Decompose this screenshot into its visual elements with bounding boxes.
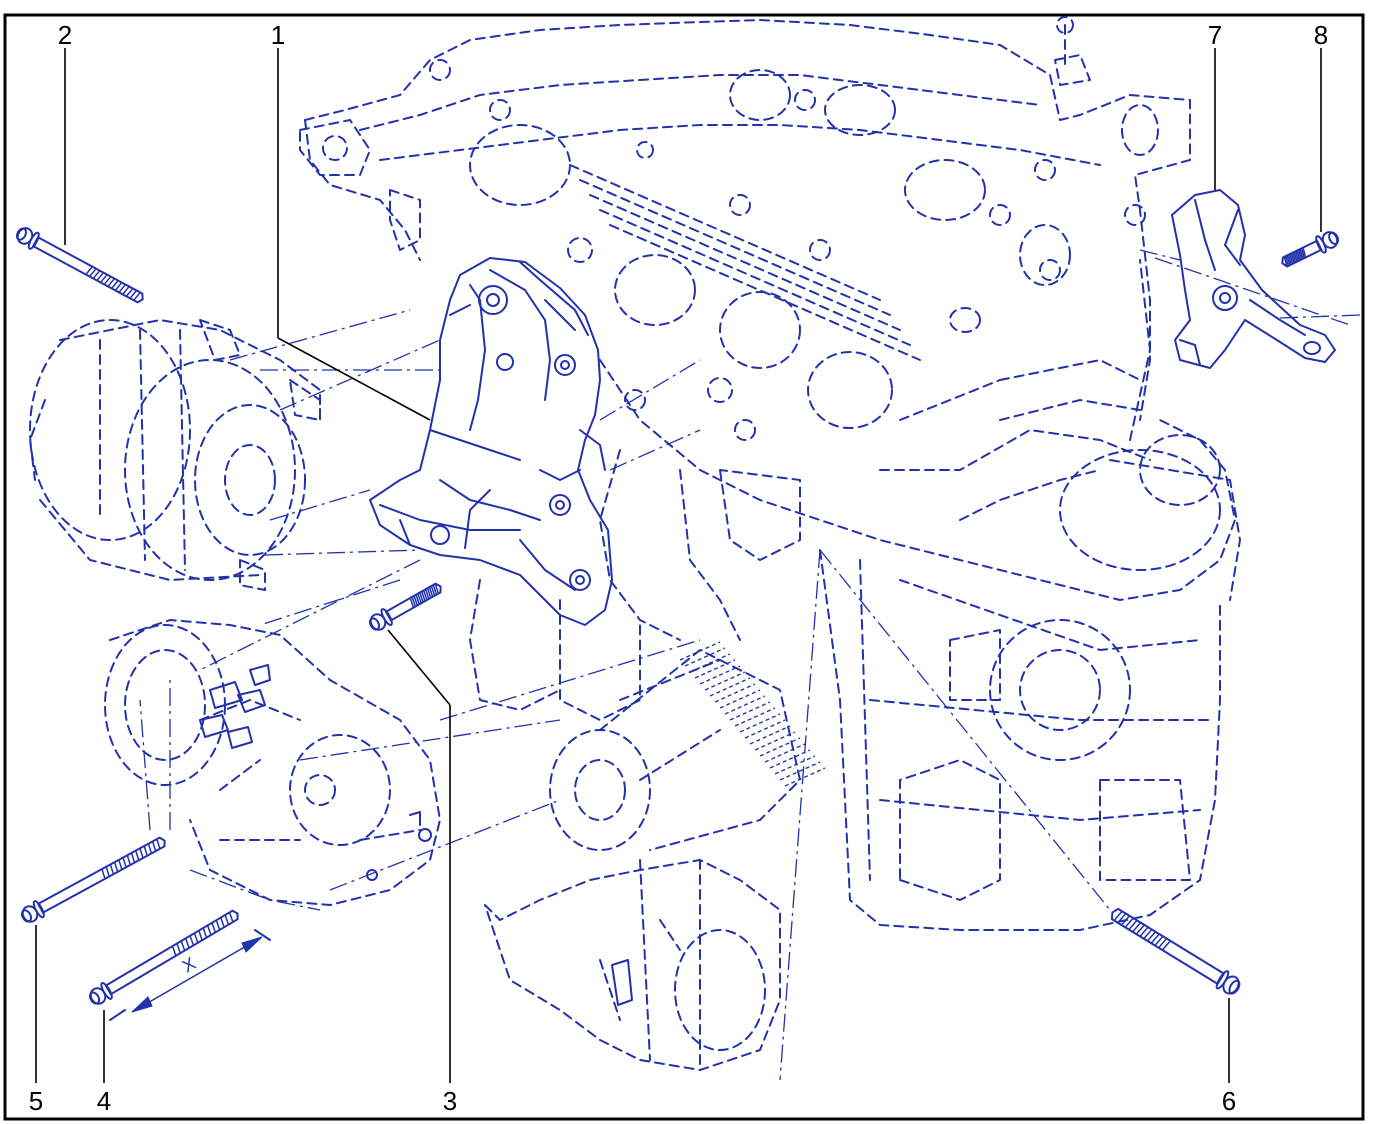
leader-lines [35, 48, 1322, 1083]
callout-1: 1 [271, 20, 285, 50]
starter-motor [484, 859, 781, 1071]
bolts[interactable] [15, 226, 1340, 1007]
ac-compressor [104, 619, 441, 906]
callout-3: 3 [443, 1086, 457, 1116]
callout-8: 8 [1314, 20, 1328, 50]
callout-5: 5 [29, 1086, 43, 1116]
bracket-1[interactable] [369, 257, 613, 626]
alternator [29, 319, 321, 591]
bolt-4[interactable] [88, 909, 239, 1007]
bolt-8[interactable] [1281, 230, 1340, 268]
bolt-3[interactable] [368, 582, 442, 633]
bolt-5[interactable] [20, 836, 166, 925]
alignment-lines [139, 249, 1361, 1081]
callout-6: 6 [1222, 1086, 1236, 1116]
bolt-6[interactable] [1110, 907, 1242, 996]
engine-block [299, 16, 1241, 931]
engine-drawing: X [15, 16, 1361, 1081]
callout-2: 2 [58, 20, 72, 50]
callout-4: 4 [97, 1086, 111, 1116]
diagram-border [3, 13, 1365, 1121]
bolt-2[interactable] [15, 226, 144, 304]
callout-7: 7 [1208, 20, 1222, 50]
bracket-7[interactable] [1171, 189, 1336, 369]
dimension-x: X [109, 929, 271, 1021]
dimension-x-label: X [179, 953, 199, 976]
oil-cooler [549, 641, 826, 851]
callouts: 1 2 3 4 5 6 7 8 [29, 20, 1328, 1116]
